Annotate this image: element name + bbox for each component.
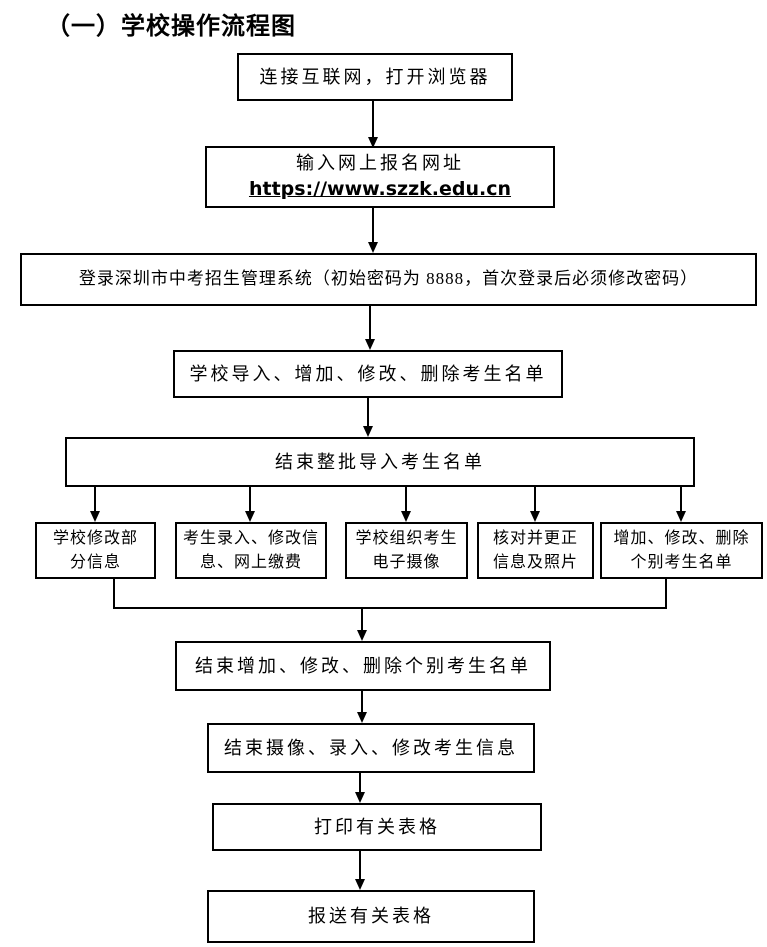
flow-arrow-4 — [367, 398, 369, 426]
flow-node-label: 考生录入、修改信息、网上缴费 — [182, 530, 319, 571]
flow-node-label: 核对并更正信息及照片 — [492, 530, 578, 571]
flow-arrow-2 — [372, 208, 374, 242]
flow-node-label: 连接互联网，打开浏览器 — [259, 66, 491, 87]
flow-node-label: 结束整批导入考生名单 — [275, 451, 485, 472]
flow-node-print-forms: 打印有关表格 — [212, 803, 542, 851]
flow-node-submit-forms: 报送有关表格 — [207, 890, 535, 943]
merge-arrow — [361, 609, 363, 630]
flow-node-verify-correct: 核对并更正信息及照片 — [477, 522, 594, 579]
flow-node-label: 输入网上报名网址 — [296, 153, 464, 174]
branch-arrow-1 — [94, 487, 96, 511]
flow-node-label: 学校修改部分信息 — [52, 530, 138, 571]
flow-arrow-6 — [359, 773, 361, 792]
flow-node-label: 打印有关表格 — [314, 816, 440, 837]
flow-node-label: 报送有关表格 — [308, 906, 434, 927]
flow-arrow-3 — [369, 305, 371, 339]
flow-node-manage-individual: 增加、修改、删除个别考生名单 — [600, 522, 763, 579]
flow-node-school-manage-list: 学校导入、增加、修改、删除考生名单 — [173, 350, 563, 398]
branch-arrow-2 — [249, 487, 251, 511]
flow-node-label: 学校组织考生电子摄像 — [355, 530, 458, 571]
flow-node-label: 结束增加、修改、删除个别考生名单 — [195, 655, 531, 676]
flow-node-school-photo: 学校组织考生电子摄像 — [345, 522, 468, 579]
merge-connector-right — [665, 579, 667, 609]
branch-arrow-4 — [534, 487, 536, 511]
branch-arrow-5 — [680, 487, 682, 511]
merge-connector-left — [113, 579, 115, 609]
flow-node-label: 结束摄像、录入、修改考生信息 — [224, 737, 518, 758]
flow-node-label: 增加、修改、删除个别考生名单 — [613, 530, 750, 571]
flow-node-label: 登录深圳市中考招生管理系统（初始密码为 8888，首次登录后必须修改密码） — [78, 269, 699, 289]
flow-node-school-modify-partial: 学校修改部分信息 — [35, 522, 156, 579]
flow-node-finish-batch-import: 结束整批导入考生名单 — [65, 437, 695, 487]
branch-arrow-3 — [405, 487, 407, 511]
flow-arrow-5 — [361, 691, 363, 712]
page-title: （一）学校操作流程图 — [46, 14, 296, 40]
flow-arrow-7 — [359, 851, 361, 879]
flow-node-enter-signup-url: 输入网上报名网址 https://www.szzk.edu.cn — [205, 146, 555, 208]
signup-url-link[interactable]: https://www.szzk.edu.cn — [248, 178, 512, 201]
merge-connector-horizontal — [113, 607, 667, 609]
flow-node-label: 学校导入、增加、修改、删除考生名单 — [189, 363, 547, 384]
flow-node-finish-individual: 结束增加、修改、删除个别考生名单 — [175, 641, 551, 691]
flow-node-candidate-entry-pay: 考生录入、修改信息、网上缴费 — [175, 522, 327, 579]
flow-node-finish-photo-entry: 结束摄像、录入、修改考生信息 — [207, 723, 535, 773]
flow-node-login-system: 登录深圳市中考招生管理系统（初始密码为 8888，首次登录后必须修改密码） — [20, 253, 757, 306]
flow-node-connect-internet: 连接互联网，打开浏览器 — [237, 53, 513, 101]
flow-arrow-1 — [372, 101, 374, 137]
